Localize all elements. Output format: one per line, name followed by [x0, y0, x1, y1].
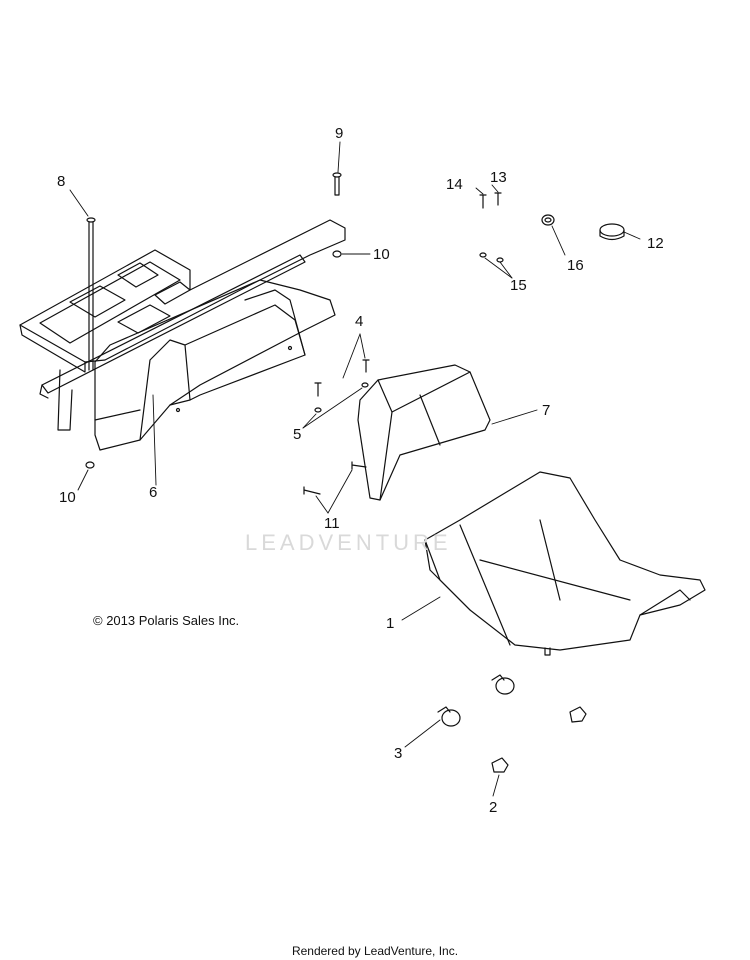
callout-9: 9	[335, 125, 344, 142]
nut-part	[491, 757, 509, 773]
callout-13: 13	[490, 169, 507, 186]
callout-14: 14	[446, 176, 463, 193]
copyright-text: © 2013 Polaris Sales Inc.	[93, 613, 240, 628]
nut-part	[314, 407, 322, 413]
callout-15: 15	[510, 277, 527, 294]
bolt-part	[351, 461, 367, 470]
callout-10-top: 10	[373, 246, 390, 263]
callout-5: 5	[293, 426, 302, 443]
callout-3: 3	[394, 745, 403, 762]
washer-part	[332, 250, 342, 258]
rear-rack-part	[19, 219, 346, 451]
nut-part	[479, 252, 487, 258]
seat-part	[424, 471, 706, 656]
screw-part	[479, 194, 487, 209]
nut-part	[361, 382, 369, 388]
washer-part	[85, 461, 95, 469]
cap-part	[599, 223, 625, 241]
nut-part	[569, 706, 587, 723]
backrest-part	[357, 364, 491, 501]
footer-text: Rendered by LeadVenture, Inc.	[291, 944, 459, 958]
leader-lines	[69, 141, 641, 797]
short-bolt-part	[332, 172, 342, 196]
screw-part	[494, 192, 502, 206]
callout-8: 8	[57, 173, 66, 190]
clip-part	[437, 706, 461, 727]
screw-part	[362, 359, 370, 373]
long-bolt-part	[86, 217, 96, 371]
grommet-part	[541, 214, 555, 226]
callout-1: 1	[386, 615, 395, 632]
callout-11: 11	[324, 515, 340, 532]
callout-16: 16	[567, 257, 584, 274]
callout-2: 2	[489, 799, 498, 816]
nut-part	[496, 257, 504, 263]
callout-4: 4	[355, 313, 364, 330]
watermark: LEADVENTURE	[245, 530, 452, 555]
bolt-part	[303, 486, 321, 495]
screw-part	[314, 382, 322, 397]
callout-7: 7	[542, 402, 551, 419]
callout-10-bottom: 10	[59, 489, 76, 506]
callout-12: 12	[647, 235, 664, 252]
callout-6: 6	[149, 484, 158, 501]
clip-part	[491, 674, 515, 695]
